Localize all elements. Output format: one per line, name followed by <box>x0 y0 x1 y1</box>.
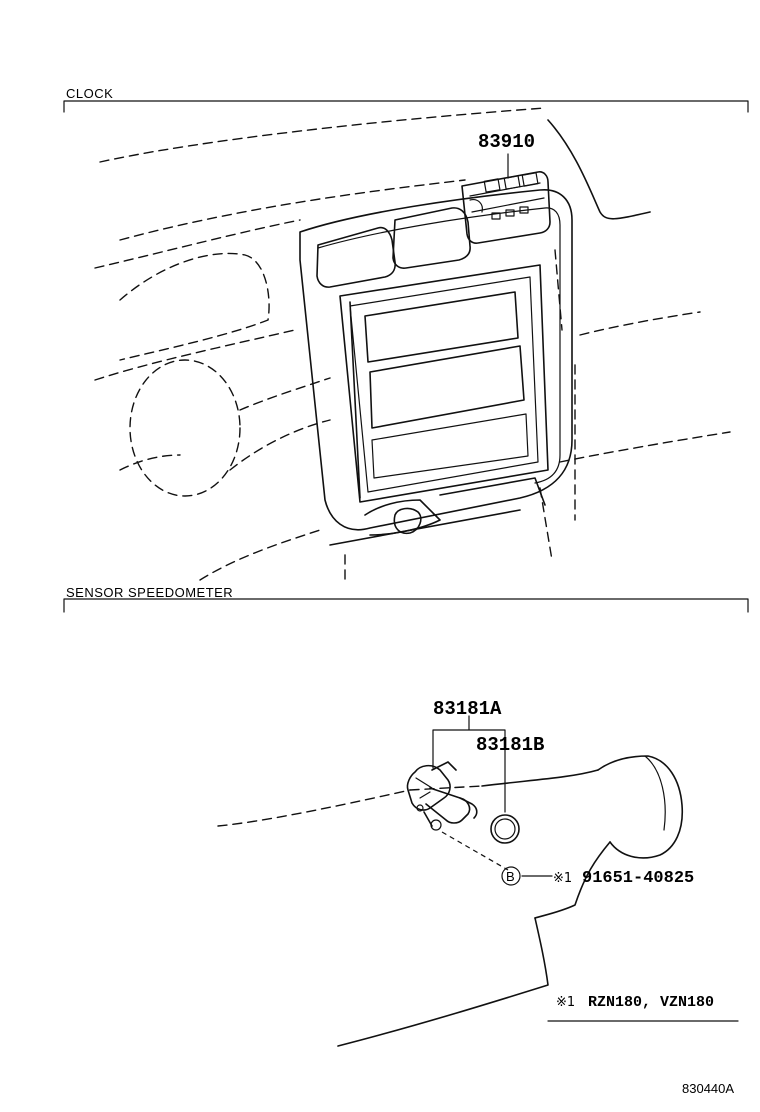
sensor-section-bracket <box>63 598 749 613</box>
bolt-part-number: 91651-40825 <box>582 869 694 888</box>
sensor-section-title: SENSOR SPEEDOMETER <box>66 585 233 600</box>
sensor-part-number: 83181A <box>433 698 502 720</box>
dashboard-illustration <box>94 107 731 586</box>
bolt-marker-letter: B <box>506 869 515 884</box>
bolt-note-mark: ※1 <box>553 871 572 886</box>
clock-section-bracket <box>63 100 749 113</box>
transmission-housing <box>217 755 684 1047</box>
sensor-section: SENSOR SPEEDOMETER <box>63 585 749 1047</box>
clock-section: CLOCK <box>63 86 749 586</box>
clock-part-number: 83910 <box>478 131 535 153</box>
o-ring-part-number: 83181B <box>476 734 544 756</box>
footnote-text: RZN180, VZN180 <box>588 994 714 1011</box>
footnote-mark: ※1 <box>556 995 575 1010</box>
speed-sensor <box>406 761 478 831</box>
clock-section-title: CLOCK <box>66 86 113 101</box>
sensor-leader-lines <box>432 715 506 813</box>
clock-unit <box>461 153 551 244</box>
footnote: ※1 RZN180, VZN180 <box>547 994 739 1022</box>
o-ring <box>490 814 520 844</box>
bolt-dashed-line <box>441 831 509 871</box>
drawing-code: 830440A <box>682 1081 734 1096</box>
bolt-marker: B <box>501 866 521 886</box>
bolt-marker-circle <box>501 866 521 886</box>
